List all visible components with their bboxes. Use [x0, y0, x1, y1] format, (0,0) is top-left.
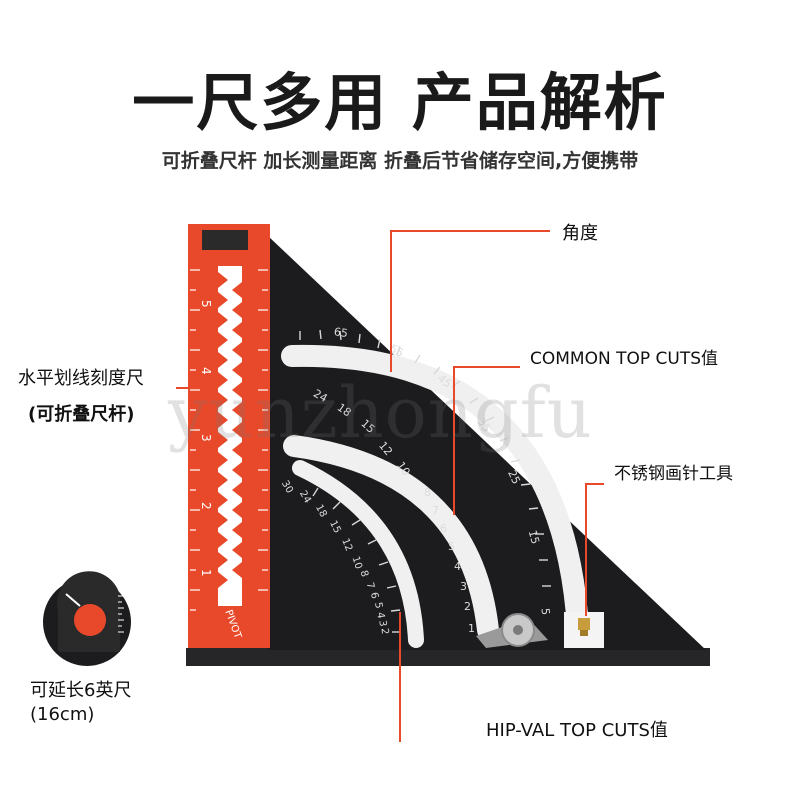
callout-extend-line1: 可延长6英尺 [30, 680, 132, 701]
pivot-knob [476, 613, 548, 648]
rod-number: 5 [199, 300, 213, 308]
hip-number: 8 [358, 569, 370, 578]
triangle-body [268, 236, 706, 650]
rod-number: 2 [199, 502, 213, 510]
callout-stainless-scriber: 不锈钢画针工具 [614, 464, 733, 484]
rod-teeth [218, 272, 242, 588]
hip-number: 10 [349, 555, 363, 571]
hip-number: 4 [374, 612, 386, 620]
angle-number: 65 [333, 325, 349, 340]
angle-ticks [299, 329, 551, 587]
common-slot [283, 435, 499, 641]
callout-foldable-rod: (可折叠尺杆) [28, 404, 135, 425]
hip-number: 5 [372, 601, 384, 609]
rod-number: 4 [199, 367, 213, 375]
angle-number: 5 [539, 607, 553, 615]
callout-extend: 可延长6英尺 (16cm) [30, 679, 131, 727]
hip-number: 6 [368, 591, 380, 600]
hip-number: 18 [313, 503, 329, 519]
angle-numbers: 65 55 45 35 25 15 5 [333, 325, 552, 615]
common-number: 5 [448, 540, 455, 553]
hip-number: 12 [339, 537, 354, 553]
page-subtitle: 可折叠尺杆 加长测量距离 折叠后节省储存空间,方便携带 [161, 150, 639, 172]
rod-hinge [202, 230, 248, 250]
callout-angle: 角度 [562, 223, 598, 244]
common-number: 6 [440, 522, 447, 535]
callout-line-common [453, 366, 520, 515]
page-title: 一尺多用 产品解析 [132, 66, 668, 139]
callout-hip-val-top-cuts: HIP-VAL TOP CUTS值 [486, 720, 668, 741]
common-number: 4 [454, 560, 461, 573]
base-plate [186, 648, 710, 666]
rod-ticks [190, 269, 268, 611]
common-number: 8 [424, 486, 431, 499]
common-number: 1 [468, 622, 475, 635]
rod-number: 1 [199, 569, 213, 577]
common-number: 3 [460, 580, 467, 593]
hip-number: 7 [364, 581, 376, 590]
callout-extend-line2: (16cm) [30, 704, 95, 725]
scriber-slot [564, 612, 604, 648]
watermark: yunzhongfu [168, 372, 593, 454]
callout-line-steel [585, 483, 604, 616]
angle-number: 55 [387, 342, 405, 360]
hip-ticks [312, 487, 401, 633]
hip-number: 3 [376, 620, 388, 627]
rod-number: 3 [199, 434, 213, 442]
hip-number: 15 [327, 519, 342, 535]
hip-number: 2 [379, 628, 390, 635]
angle-number: 25 [505, 468, 523, 486]
callout-lines [176, 230, 604, 742]
callout-line-angle [390, 230, 550, 372]
callout-level-scale: 水平划线刻度尺 [18, 368, 144, 389]
extension-inset [41, 571, 133, 668]
angle-number: 15 [526, 529, 542, 546]
common-number: 7 [432, 504, 439, 517]
common-number: 24 [311, 387, 330, 405]
callout-common-top-cuts: COMMON TOP CUTS值 [530, 349, 718, 369]
common-number: 2 [464, 600, 471, 613]
angle-slot [281, 344, 589, 639]
hip-slot [292, 460, 424, 648]
